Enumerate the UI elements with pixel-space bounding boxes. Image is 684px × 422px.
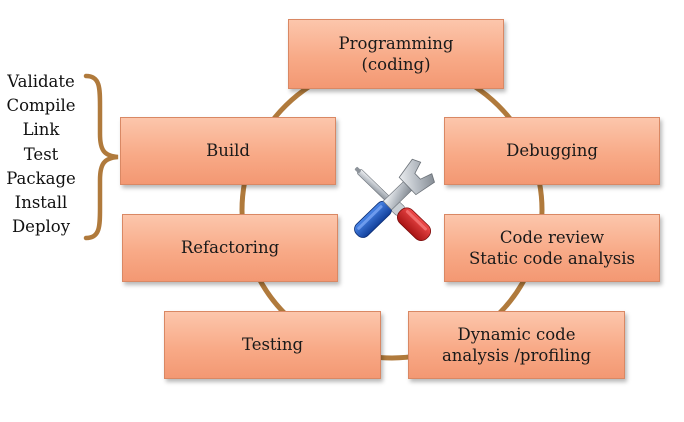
build-steps-list: Validate Compile Link Test Package Insta…	[0, 70, 82, 239]
build-step: Compile	[6, 96, 76, 116]
stage-debugging-label: Debugging	[506, 141, 598, 161]
stage-programming: Programming (coding)	[288, 19, 504, 89]
stage-testing-label: Testing	[241, 335, 304, 355]
stage-code-review-label: Code review Static code analysis	[468, 227, 636, 268]
stage-build: Build	[120, 117, 336, 185]
stage-testing: Testing	[164, 311, 381, 379]
stage-programming-label: Programming (coding)	[338, 33, 454, 74]
stage-code-review: Code review Static code analysis	[444, 214, 660, 282]
stage-debugging: Debugging	[444, 117, 660, 185]
build-step: Install	[14, 193, 68, 213]
stage-build-label: Build	[206, 141, 250, 161]
curly-brace	[83, 73, 119, 241]
screwdriver-wrench-icon	[354, 158, 435, 241]
stage-dynamic-analysis-label: Dynamic code analysis /profiling	[441, 324, 592, 365]
build-step: Package	[6, 168, 76, 188]
build-step: Test	[23, 144, 59, 164]
build-step: Link	[22, 120, 60, 140]
stage-dynamic-analysis: Dynamic code analysis /profiling	[408, 311, 625, 379]
build-step: Deploy	[11, 217, 71, 237]
stage-refactoring-label: Refactoring	[180, 238, 280, 258]
build-step: Validate	[7, 72, 75, 91]
stage-refactoring: Refactoring	[122, 214, 338, 282]
